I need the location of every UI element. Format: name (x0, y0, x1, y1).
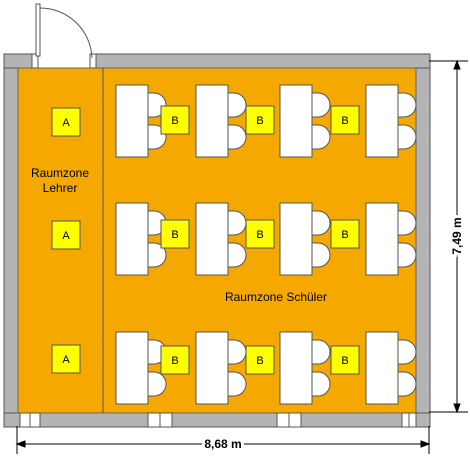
chair (397, 210, 417, 236)
depth-dimension-label: 7,49 m (450, 217, 464, 254)
chair (311, 92, 331, 118)
chair (397, 92, 417, 118)
wall-left (3, 53, 19, 428)
desk-4 (365, 84, 417, 158)
desk-6 (195, 202, 247, 276)
window-3 (276, 412, 302, 428)
marker-label: A (62, 354, 70, 366)
marker-label: A (62, 117, 70, 129)
chair (311, 124, 331, 150)
wall-right (415, 53, 431, 428)
table (195, 202, 229, 276)
chair (147, 242, 167, 268)
table (279, 84, 313, 158)
desk-9 (115, 331, 167, 405)
chair (397, 371, 417, 397)
marker-label: B (341, 229, 348, 241)
marker-label: B (171, 229, 178, 241)
wall-bottom (3, 412, 431, 428)
chair (311, 210, 331, 236)
marker-label: B (341, 115, 348, 127)
desk-2 (195, 84, 247, 158)
depth-dimension (429, 59, 468, 414)
chair (311, 339, 331, 365)
desk-8 (365, 202, 417, 276)
door-frame-left (31, 53, 39, 69)
student-marker-4: B (160, 219, 190, 249)
teacher-zone-label-line1: Raumzone (31, 166, 89, 180)
chair (397, 339, 417, 365)
table (195, 331, 229, 405)
chair (227, 124, 247, 150)
width-dimension-label: 8,68 m (204, 437, 241, 451)
window-4 (401, 412, 417, 428)
student-marker-8: B (245, 345, 275, 375)
table (115, 331, 149, 405)
student-desks (115, 84, 417, 405)
student-marker-7: B (160, 345, 190, 375)
door-swing-arc (39, 7, 93, 59)
student-marker-6: B (330, 219, 360, 249)
desk-7 (279, 202, 331, 276)
chair (227, 371, 247, 397)
door-frame-right (89, 53, 97, 69)
door[interactable] (31, 3, 97, 69)
chair (227, 242, 247, 268)
chair (397, 242, 417, 268)
student-marker-5: B (245, 219, 275, 249)
table (279, 202, 313, 276)
student-marker-3: B (330, 105, 360, 135)
table (365, 331, 399, 405)
chair (311, 242, 331, 268)
marker-label: B (256, 355, 263, 367)
table (115, 202, 149, 276)
marker-label: B (171, 355, 178, 367)
student-marker-2: B (245, 105, 275, 135)
position-markers: A A A B B B B B B B B B (51, 105, 360, 375)
student-marker-9: B (330, 345, 360, 375)
chair (397, 124, 417, 150)
window-1 (19, 412, 41, 428)
marker-label: B (171, 115, 178, 127)
desk-11 (279, 331, 331, 405)
marker-label: B (256, 229, 263, 241)
student-zone-label: Raumzone Schüler (225, 290, 327, 304)
desk-5 (115, 202, 167, 276)
wall-top-left (3, 53, 33, 69)
table (365, 84, 399, 158)
table (195, 84, 229, 158)
chair (311, 371, 331, 397)
marker-label: B (341, 355, 348, 367)
window-2 (147, 412, 173, 428)
desk-3 (279, 84, 331, 158)
teacher-marker-2: A (51, 220, 81, 250)
table (279, 331, 313, 405)
windows (19, 412, 417, 428)
table (365, 202, 399, 276)
marker-label: B (256, 115, 263, 127)
chair (147, 371, 167, 397)
width-dimension (15, 426, 431, 454)
door-leaf (35, 3, 41, 57)
student-marker-1: B (160, 105, 190, 135)
teacher-marker-1: A (51, 107, 81, 137)
wall-top-right (95, 53, 431, 69)
table (115, 84, 149, 158)
marker-label: A (62, 230, 70, 242)
teacher-zone-label-line2: Lehrer (43, 181, 78, 195)
desk-12 (365, 331, 417, 405)
teacher-marker-3: A (51, 344, 81, 374)
